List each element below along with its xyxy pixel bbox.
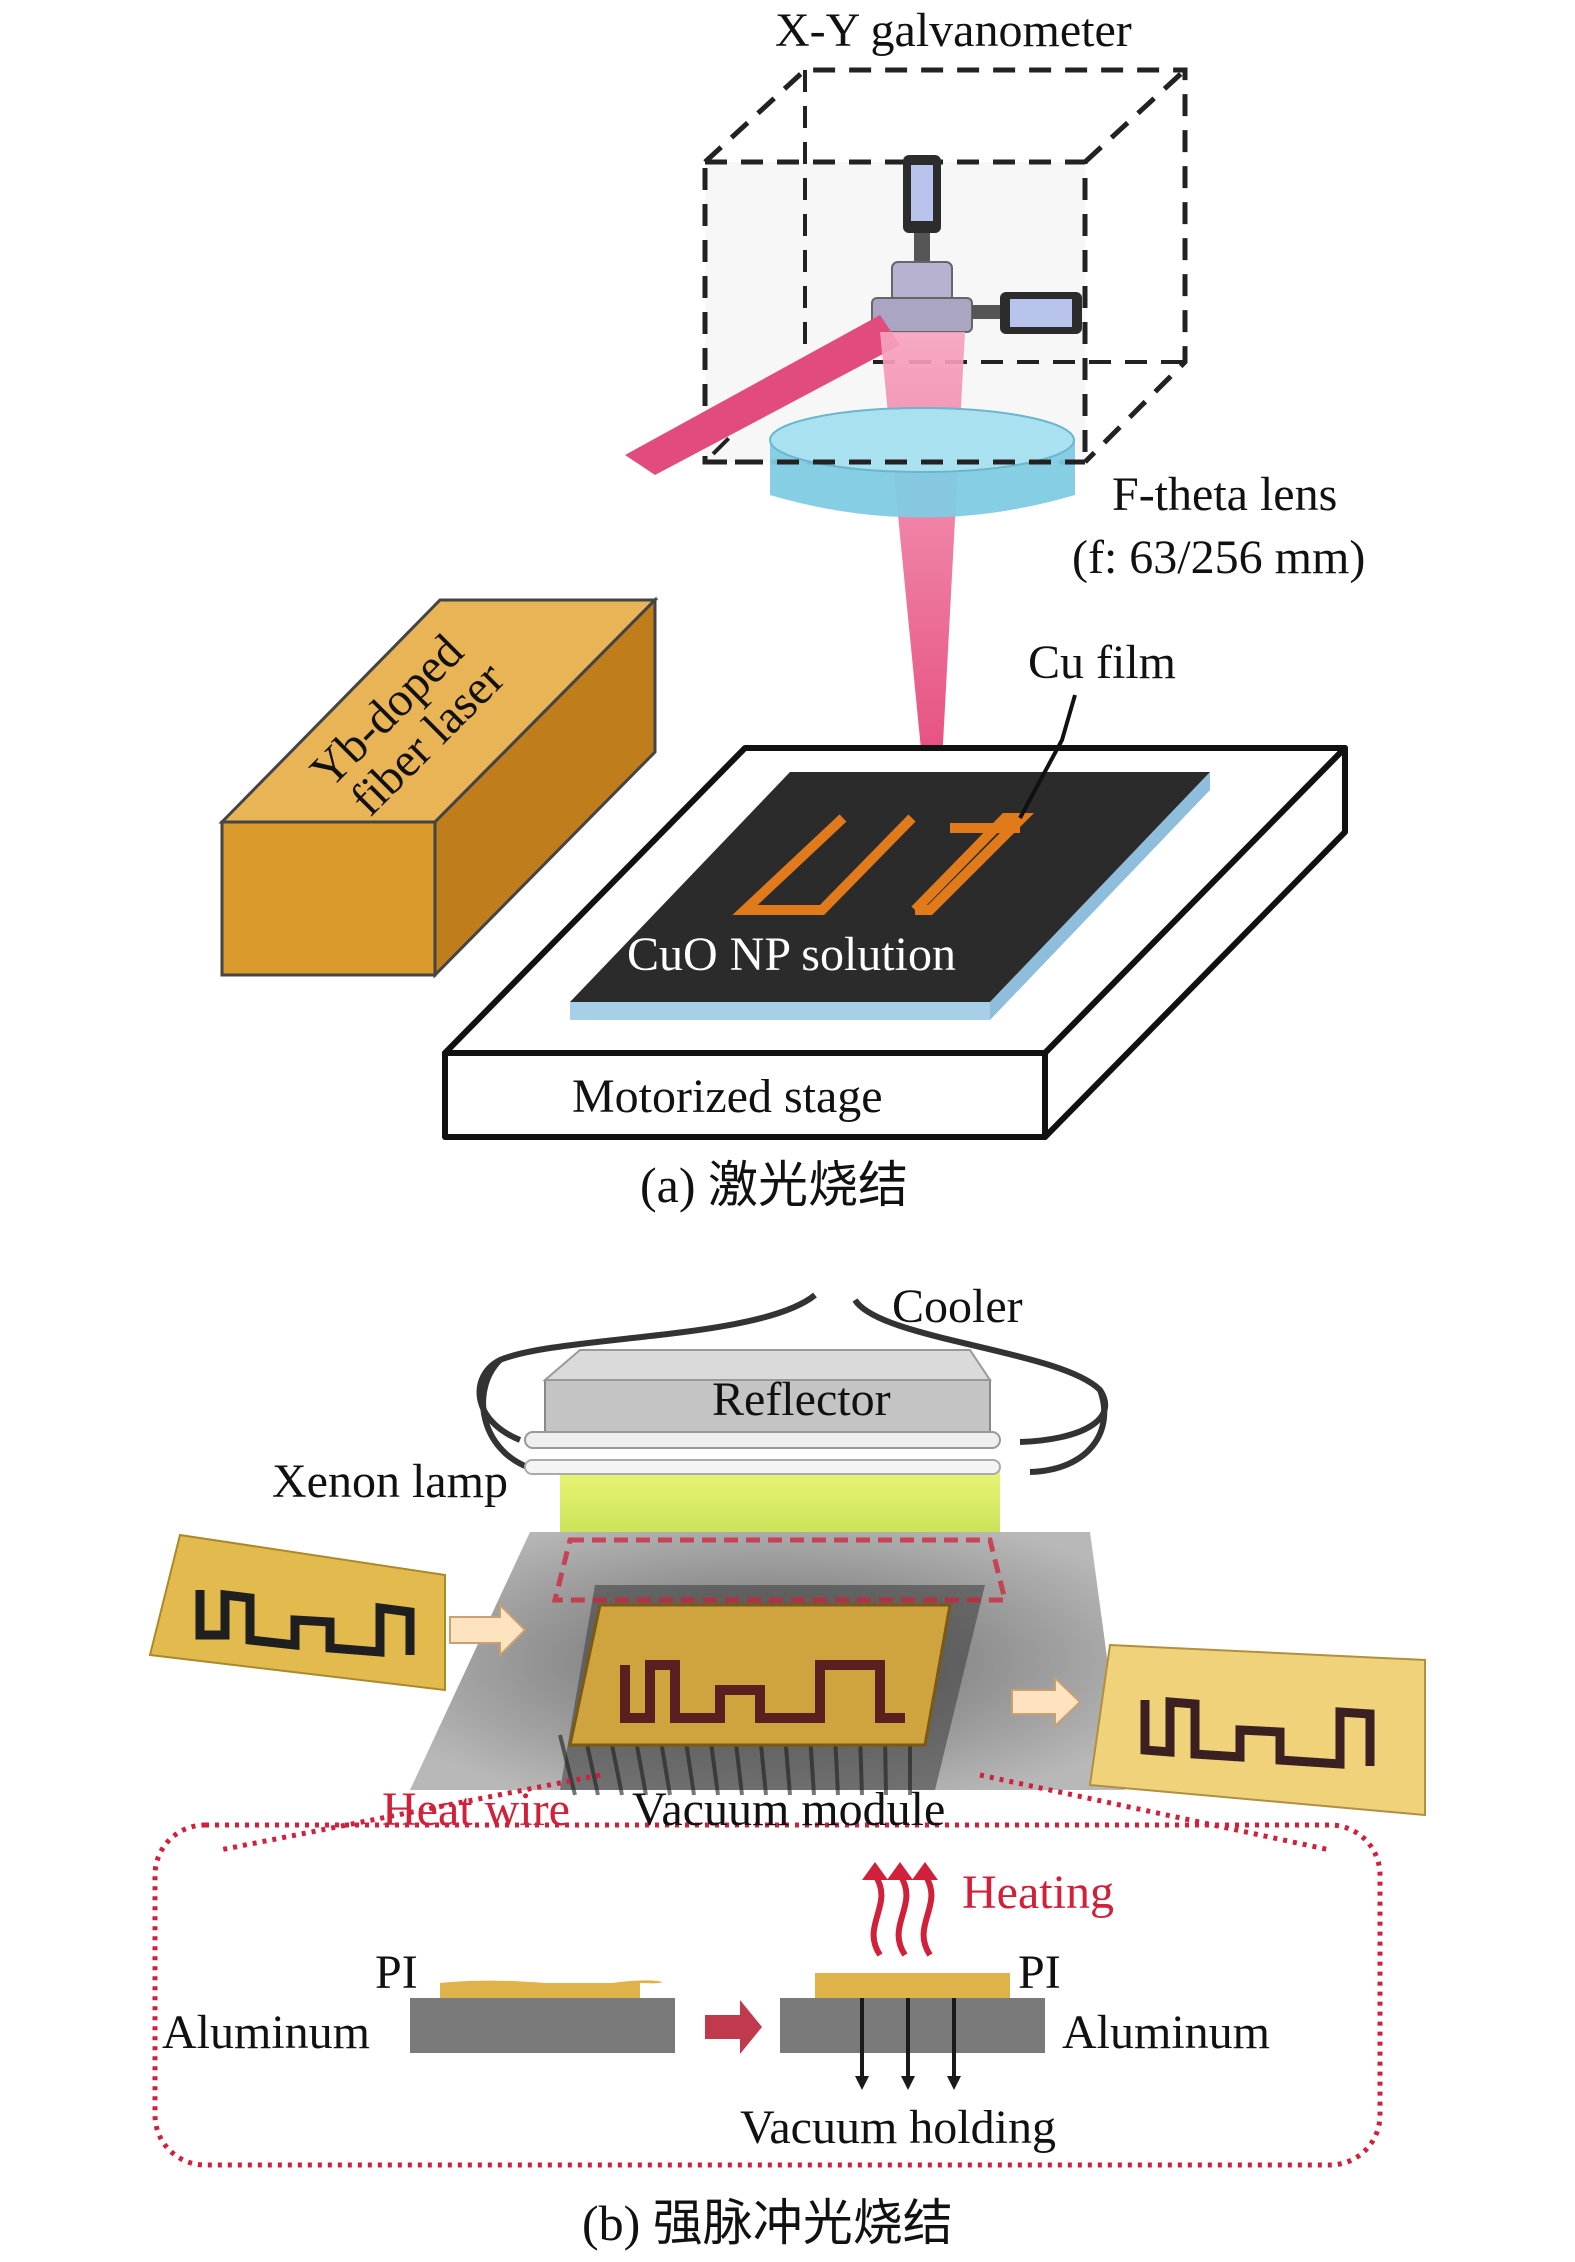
- arrow-right-icon: [705, 2000, 762, 2054]
- output-board: [1088, 1643, 1426, 1817]
- aluminum-pi-before: [410, 1980, 675, 2053]
- substrate: [570, 772, 1210, 1020]
- cu-film-leader: [1018, 694, 1077, 819]
- panel-a: Yb-doped fiber laser X-Y galvanometer F-…: [218, 4, 1365, 1213]
- reflector: [524, 1349, 1001, 1475]
- caption-b: (b) 强脉冲光烧结: [582, 2195, 953, 2251]
- caption-a: (a) 激光烧结: [640, 1157, 908, 1213]
- solution-label: CuO NP solution: [627, 928, 956, 981]
- pi-right-label: PI: [1018, 1946, 1061, 1999]
- vacuum-holding-label: Vacuum holding: [740, 2101, 1056, 2154]
- lens-name-label: F-theta lens: [1112, 468, 1337, 521]
- arrow-right-icon: [1011, 1675, 1082, 1729]
- cooler-tubes: [476, 1292, 1109, 1475]
- vacuum-module: [410, 1532, 1125, 1796]
- heat-wire-label: Heat wire: [382, 1783, 570, 1836]
- input-board: [148, 1533, 446, 1692]
- pi-left-label: PI: [375, 1946, 418, 1999]
- laser-beam-input: [625, 315, 900, 475]
- heating-wave-icon: [862, 1862, 938, 1957]
- aluminum-pi-after: [780, 1973, 1045, 2090]
- xenon-lamp-label: Xenon lamp: [272, 1455, 508, 1508]
- panel-b: Cooler Reflector Xenon lamp Heat wire Va…: [148, 1280, 1426, 2251]
- cu-film-label: Cu film: [1028, 636, 1176, 689]
- laser-beam-focus: [880, 332, 965, 800]
- cooler-label: Cooler: [892, 1280, 1023, 1333]
- lens-focal-label: (f: 63/256 mm): [1072, 531, 1365, 584]
- arrow-right-icon: [449, 1602, 527, 1658]
- vacuum-module-label: Vacuum module: [632, 1783, 945, 1836]
- stage-label: Motorized stage: [572, 1070, 883, 1123]
- galvanometer-label: X-Y galvanometer: [775, 4, 1132, 57]
- reflector-label: Reflector: [712, 1373, 891, 1426]
- detail-callout: [152, 1772, 1383, 2168]
- heating-label: Heating: [962, 1866, 1114, 1919]
- aluminum-right-label: Aluminum: [1062, 2006, 1270, 2059]
- fiber-laser-box: [218, 596, 659, 979]
- aluminum-left-label: Aluminum: [162, 2006, 370, 2059]
- galvanometer-mirror-icon: [871, 155, 1082, 334]
- f-theta-lens: [769, 407, 1075, 518]
